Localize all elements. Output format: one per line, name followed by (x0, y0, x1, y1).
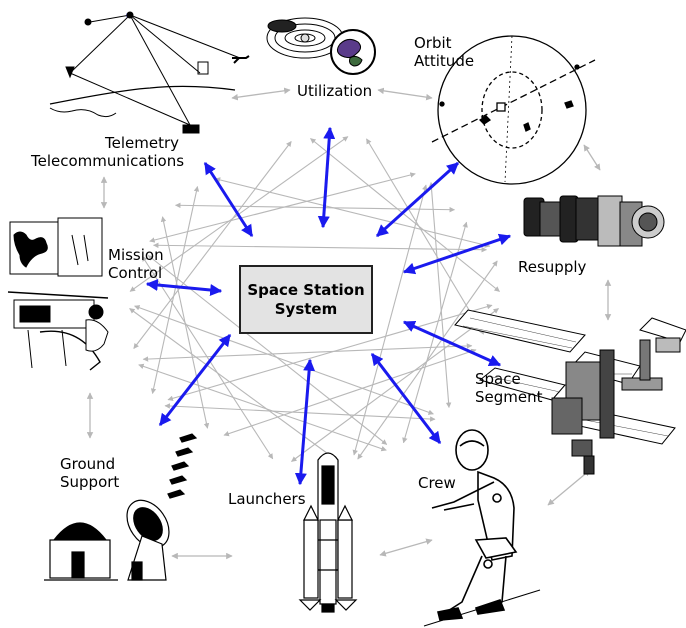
secondary-relation-arrow (358, 261, 498, 459)
arrow-to-utilization (323, 128, 330, 227)
label-orbit-attitude: Orbit Attitude (414, 34, 474, 70)
arrow-to-crew (372, 354, 440, 443)
label-resupply: Resupply (518, 258, 586, 276)
label-crew: Crew (418, 474, 456, 492)
rocket-icon (300, 453, 356, 612)
satellite-network-icon (50, 12, 249, 133)
control-room-icon (8, 218, 108, 370)
label-launchers: Launchers (228, 490, 306, 508)
label-mission-control: Mission Control (108, 246, 164, 282)
secondary-relation-arrow (215, 179, 490, 247)
label-telemetry: Telemetry Telecommunications (31, 134, 179, 170)
astronaut-icon (424, 430, 540, 626)
secondary-relation-arrow (153, 187, 198, 394)
secondary-relation-arrow (139, 365, 387, 451)
spacecraft-module-icon (524, 196, 664, 246)
space-station-system-box: Space Station System (239, 265, 373, 334)
label-utilization: Utilization (297, 82, 372, 100)
secondary-relation-arrow (163, 217, 208, 429)
arrow-to-resupply (404, 236, 510, 272)
center-title-line1: Space Station (247, 281, 364, 300)
secondary-relation-arrow (431, 183, 449, 408)
label-space-segment: Space Segment (475, 370, 543, 406)
secondary-relation-arrow (224, 350, 476, 436)
label-ground-support: Ground Support (60, 455, 119, 491)
solar-system-icon (267, 18, 375, 74)
center-title-line2: System (275, 300, 337, 319)
arrow-to-launchers (300, 360, 310, 484)
arrow-to-ground-support (160, 335, 230, 425)
secondary-relation-arrow (176, 205, 455, 210)
arrow-to-mission-control (147, 284, 221, 291)
